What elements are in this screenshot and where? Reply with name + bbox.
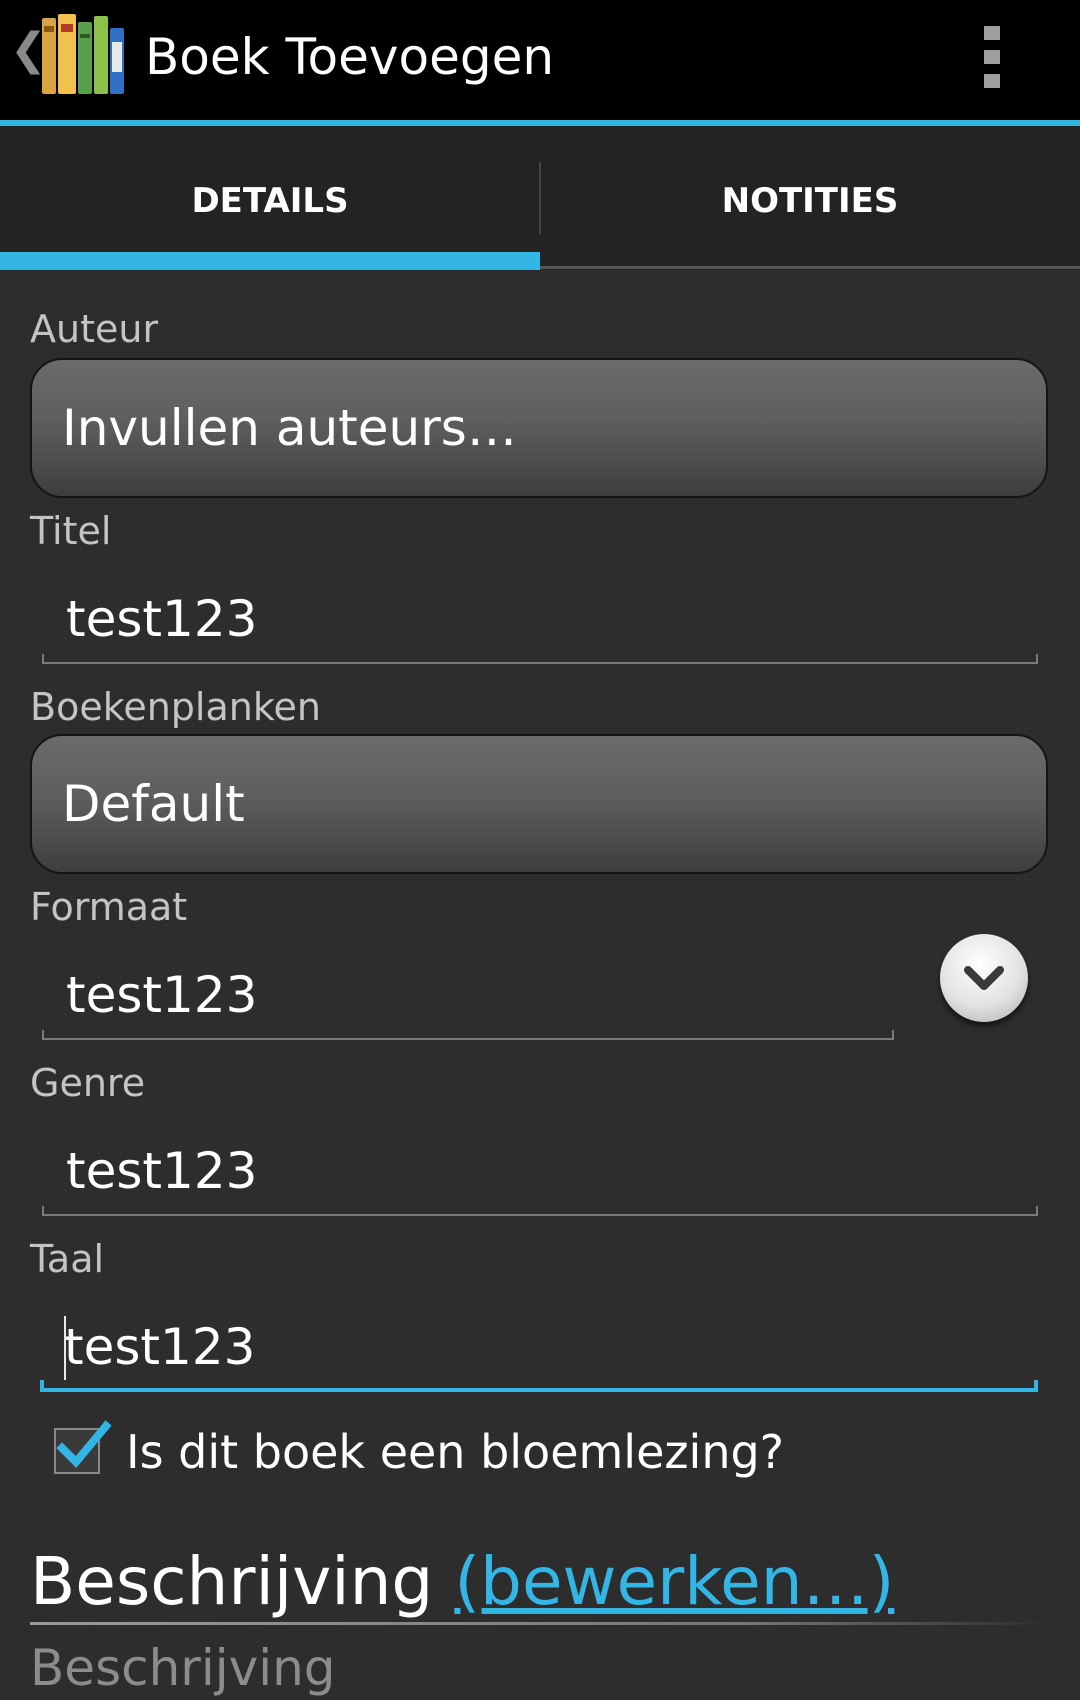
bookshelves-label: Boekenplanken bbox=[30, 685, 321, 729]
page-title: Boek Toevoegen bbox=[145, 28, 555, 86]
action-bar: ❮ Boek Toevoegen bbox=[0, 0, 1080, 120]
tab-selected-indicator bbox=[0, 252, 540, 270]
title-label: Titel bbox=[30, 509, 112, 553]
tab-bar: DETAILS NOTITIES bbox=[0, 126, 1080, 270]
description-heading-text: Beschrijving bbox=[30, 1543, 434, 1620]
author-button[interactable]: Invullen auteurs… bbox=[30, 358, 1048, 498]
description-divider bbox=[30, 1622, 1050, 1625]
genre-value: test123 bbox=[66, 1142, 258, 1200]
chevron-down-icon bbox=[964, 966, 1004, 990]
genre-label: Genre bbox=[30, 1061, 146, 1105]
bookshelves-button[interactable]: Default bbox=[30, 734, 1048, 874]
tab-notities[interactable]: NOTITIES bbox=[721, 181, 899, 221]
description-placeholder: Beschrijving bbox=[30, 1639, 336, 1697]
description-heading: Beschrijving (bewerken…) bbox=[30, 1540, 894, 1624]
overflow-menu-icon[interactable] bbox=[984, 26, 1008, 88]
books-icon[interactable] bbox=[40, 12, 126, 98]
format-field[interactable]: test123 bbox=[42, 950, 894, 1040]
language-label: Taal bbox=[30, 1237, 105, 1281]
tab-details[interactable]: DETAILS bbox=[191, 181, 349, 221]
language-field[interactable]: test123 bbox=[40, 1302, 1038, 1392]
format-label: Formaat bbox=[30, 885, 188, 929]
format-dropdown-button[interactable] bbox=[940, 934, 1028, 1022]
anthology-label[interactable]: Is dit boek een bloemlezing? bbox=[126, 1425, 785, 1479]
tab-baseline bbox=[540, 266, 1080, 269]
anthology-checkbox[interactable] bbox=[54, 1420, 112, 1474]
language-value: test123 bbox=[64, 1318, 256, 1376]
title-field[interactable]: test123 bbox=[42, 574, 1038, 664]
author-label: Auteur bbox=[30, 307, 159, 351]
checkmark-icon bbox=[56, 1420, 112, 1468]
action-bar-divider bbox=[0, 120, 1080, 126]
tab-divider bbox=[539, 162, 541, 234]
genre-field[interactable]: test123 bbox=[42, 1126, 1038, 1216]
title-value: test123 bbox=[66, 590, 258, 648]
chevron-left-icon[interactable]: ❮ bbox=[10, 24, 47, 75]
description-edit-link[interactable]: (bewerken…) bbox=[454, 1543, 895, 1620]
format-value: test123 bbox=[66, 966, 258, 1024]
text-cursor bbox=[64, 1316, 66, 1380]
